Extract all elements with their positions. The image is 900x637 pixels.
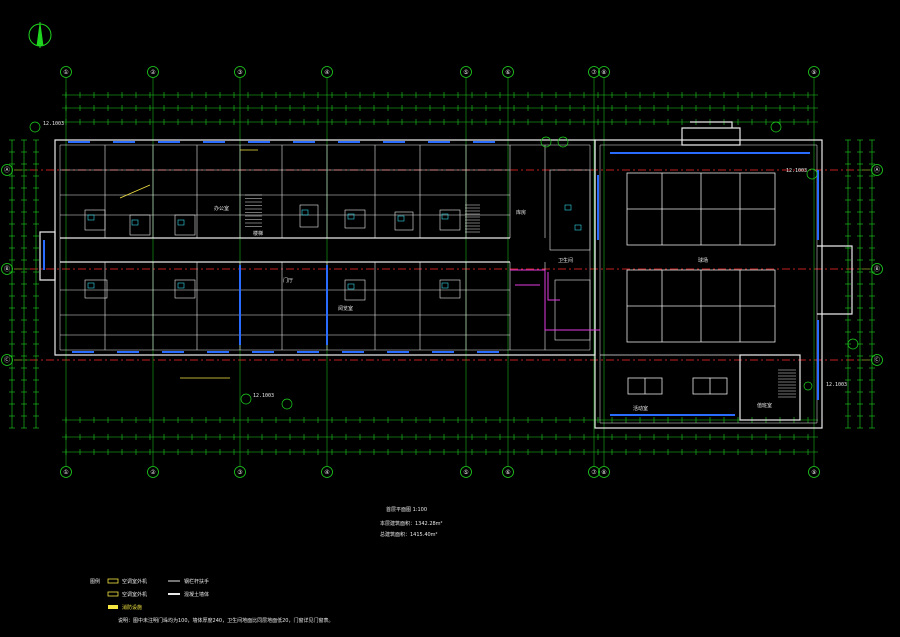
cyan-fixtures: [87, 204, 582, 290]
legend-item: 空调室外机: [122, 579, 148, 585]
axis-bubble-label: ⑧: [601, 69, 606, 76]
axis-bubble-label: Ⓒ: [874, 356, 880, 364]
legend-item: 钢栏杆扶手: [184, 579, 210, 585]
axis-bubble-label: Ⓑ: [874, 265, 880, 273]
room-label: 办公室: [214, 205, 229, 212]
room-label: 卫生间: [558, 257, 573, 264]
room-label: 值班室: [757, 402, 772, 409]
axis-bubble-label: ⑤: [463, 69, 468, 76]
center-axis-lines: [14, 169, 872, 361]
room-label: 阅览室: [338, 305, 353, 312]
axis-bubble-label: ①: [63, 469, 68, 476]
room-partitions: [60, 145, 591, 350]
drawing-title: 首层平面图 1:100: [386, 507, 427, 513]
grid-lines: [14, 78, 872, 466]
legend-item: 消防设施: [122, 605, 143, 611]
axis-bubble-label: ④: [324, 69, 329, 76]
axis-bubble-label: Ⓒ: [4, 356, 10, 364]
yellow-annotation-lines: [119, 149, 258, 379]
axis-bubble-label: ⑥: [505, 469, 510, 476]
axis-bubble-label: ③: [237, 69, 242, 76]
axis-bubble-label: ①: [63, 69, 68, 76]
window-lines: [43, 141, 819, 416]
legend-item: 空调室外机: [122, 592, 148, 598]
elevation-label: 12.1003: [786, 168, 807, 174]
axis-bubble-label: ③: [237, 469, 242, 476]
building-walls: [39, 121, 853, 429]
axis-bubble-label: ②: [150, 469, 156, 476]
axis-bubble-label: Ⓐ: [4, 166, 10, 174]
axis-bubble-label: ④: [324, 469, 329, 476]
magenta-service-lines: [510, 269, 600, 331]
floor-area-line: 本层建筑面积：1342.28m²: [380, 521, 443, 527]
north-arrow-icon: [28, 22, 52, 48]
axis-bubble-label: ⑦: [591, 469, 597, 476]
legend-heading: 图例: [90, 579, 101, 585]
room-label: 球场: [698, 257, 708, 264]
axis-bubble-label: ⑨: [811, 469, 816, 476]
room-label: 门厅: [283, 277, 293, 284]
room-label: 活动室: [633, 405, 648, 412]
total-area-line: 总建筑面积：1415.40m²: [380, 532, 438, 538]
axis-bubble-label: ⑧: [601, 469, 606, 476]
axis-bubble-label: Ⓐ: [874, 166, 880, 174]
axis-bubble-label: ⑨: [811, 69, 816, 76]
axis-bubble-label: ⑦: [591, 69, 597, 76]
axis-bubble-label: ②: [150, 69, 156, 76]
sports-courts: [626, 172, 776, 395]
axis-bubble-label: ⑥: [505, 69, 510, 76]
room-labels: 门厅 办公室 库房 球场 活动室 值班室 阅览室 卫生间 楼梯: [214, 205, 772, 412]
dimension-chains: [9, 92, 875, 455]
stair-treads: [245, 194, 796, 398]
room-label: 库房: [516, 209, 526, 216]
legend-notes: 说明：图中未注明门垛均为100，墙体厚度240，卫生间地面比同层地面低20，门窗…: [118, 618, 334, 624]
elevation-label: 12.1003: [253, 393, 274, 399]
elevation-label: 12.1003: [826, 382, 847, 388]
axis-bubble-label: Ⓑ: [4, 265, 10, 273]
axis-bubble-label: ⑤: [463, 469, 468, 476]
room-label: 楼梯: [253, 230, 263, 237]
legend-item: 混凝土墙体: [184, 592, 210, 598]
elevation-labels: 12.1003 12.1003 12.1003 12.1003: [43, 121, 847, 399]
elevation-label: 12.1003: [43, 121, 64, 127]
elevation-mark-icon: [29, 121, 859, 410]
